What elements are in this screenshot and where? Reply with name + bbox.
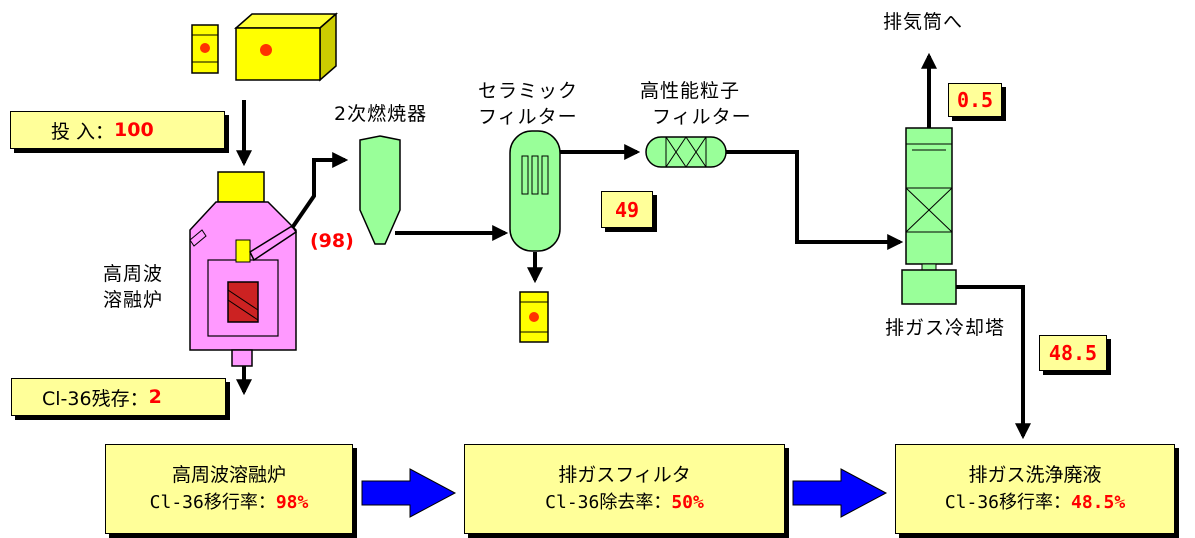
summary-rate-label: Cl-36移行率： [149,492,276,513]
ceramic-filter-vessel [509,130,561,252]
hepa-filter-vessel [645,136,727,168]
furnace-label-line2: 溶融炉 [103,289,164,311]
summary-rate-value: 48.5% [1071,492,1126,513]
secondary-burner-label: 2次燃焼器 [334,103,428,125]
summary-rate-line: Cl-36移行率：98% [150,489,309,516]
furnace-out-value: (98) [310,230,354,252]
residue-value: 2 [148,386,162,408]
residue-label: Cl-36残存： [42,387,149,410]
hepa-filter-label-line1: 高性能粒子 [640,80,741,102]
value-to-stack-box: 0.5 [948,83,1002,117]
value-to-stack: 0.5 [956,88,994,112]
secondary-burner-vessel [359,135,401,245]
waste-drum-small-top [191,24,219,74]
to-liquid-waste-arrow [956,285,1031,440]
summary-title: 排ガスフィルタ [558,464,691,486]
blue-arrow-2 [792,468,888,518]
furnace-label-line1: 高周波 [103,263,164,285]
waste-drum-filter [519,291,549,343]
summary-rate-label: Cl-36除去率： [545,492,672,513]
residue-box: Cl-36残存： 2 [11,378,226,416]
summary-title: 排ガス洗浄廃液 [968,464,1102,486]
ceramic-filter-label-line2: フィルター [478,106,578,128]
summary-title: 高周波溶融炉 [171,464,286,486]
cooling-tower-label: 排ガス冷却塔 [885,317,1006,339]
summary-box-furnace: 高周波溶融炉 Cl-36移行率：98% [105,444,353,534]
radiation-icon [529,312,539,322]
cooling-tower-vessel [901,127,957,305]
value-to-liquid-box: 48.5 [1039,335,1107,371]
melting-furnace [189,171,298,367]
summary-rate-value: 50% [671,492,704,513]
summary-rate-label: Cl-36移行率： [944,492,1071,513]
blue-arrow-1 [361,468,457,518]
input-label: 投 入： [51,120,115,143]
input-value: 100 [114,119,154,141]
stack-label: 排気筒へ [883,11,964,33]
ceramic-filter-label-line1: セラミック [478,80,579,102]
value-to-liquid: 48.5 [1048,341,1098,365]
radiation-icon [260,44,272,56]
hepa-to-tower-arrow [726,150,904,250]
radiation-icon [200,43,210,53]
summary-rate-line: Cl-36除去率：50% [545,489,704,516]
summary-rate-line: Cl-36移行率：48.5% [945,489,1125,516]
value-after-filter: 49 [614,197,640,222]
waste-container-box [234,12,338,82]
furnace-exhaust-arrow [290,152,349,230]
summary-box-filter: 排ガスフィルタ Cl-36除去率：50% [464,444,785,534]
value-after-filter-box: 49 [601,191,653,228]
hepa-filter-label-line2: フィルター [652,106,752,128]
input-box: 投 入： 100 [10,111,225,149]
summary-rate-value: 98% [275,492,309,513]
summary-box-liquid: 排ガス洗浄廃液 Cl-36移行率：48.5% [895,444,1175,534]
